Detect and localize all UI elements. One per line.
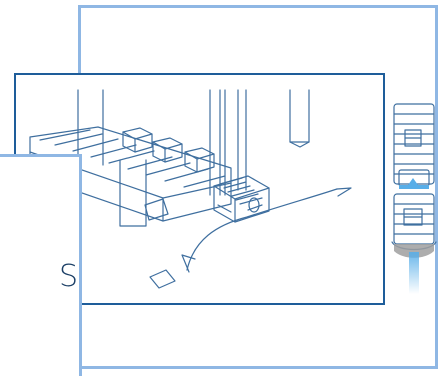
cut-letter: S: [59, 262, 78, 292]
pillar-icon: [78, 90, 146, 226]
pillar-icon: [290, 90, 309, 147]
curved-arrow-icon: [182, 188, 351, 272]
package-icon: [123, 128, 152, 152]
floor-marker-icon: [150, 270, 175, 288]
robot-icon: [214, 176, 269, 222]
stacked-conveyor-icon: [385, 100, 447, 300]
pillar-icon: [210, 90, 246, 195]
package-icon: [145, 199, 168, 220]
